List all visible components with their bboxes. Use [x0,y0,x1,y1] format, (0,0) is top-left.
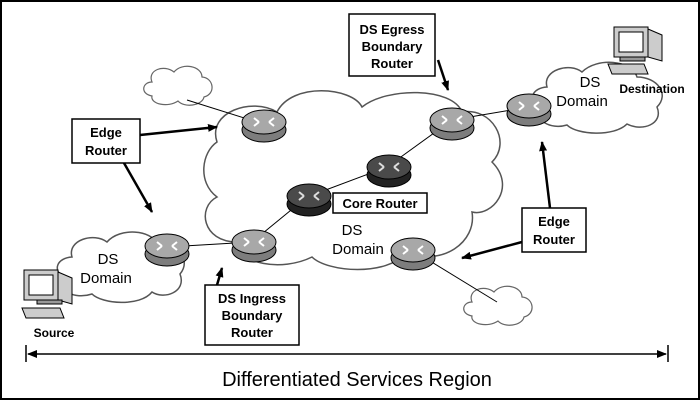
ds-ingress-label-line2: Boundary [222,308,283,323]
ds-egress-label-box [348,13,436,77]
edge-router-left-line1: Edge [90,125,122,140]
router-top-edge[interactable] [241,109,287,143]
router-core-left[interactable] [286,183,332,217]
core-router-label: Core Router [342,196,417,211]
pointer-arrows [122,59,552,286]
destination-computer-icon [607,26,663,75]
domain-center-line2: Domain [332,241,384,258]
domain-right-line2: Domain [556,93,608,110]
small-cloud-bottom-right [463,285,533,326]
domain-left-line1: DS [98,251,119,268]
router-right-domain[interactable] [506,93,552,127]
core-router-label-box [332,192,428,214]
domain-left-line2: Domain [80,270,132,287]
router-ds-egress-boundary[interactable] [429,107,475,141]
source-computer-icon [21,269,73,319]
edge-router-right-line2: Router [533,232,575,247]
ds-egress-label-line3: Router [371,56,413,71]
ds-ingress-label-line1: DS Ingress [218,291,286,306]
router-bottom-edge[interactable] [390,237,436,271]
domain-center-line1: DS [342,222,363,239]
ds-egress-label-line2: Boundary [362,39,423,54]
ds-egress-label-line1: DS Egress [359,22,424,37]
domain-right-line1: DS [580,74,601,91]
router-left-domain-edge[interactable] [144,233,190,267]
ds-ingress-label-box [204,284,300,346]
router-ds-ingress-boundary[interactable] [231,229,277,263]
edge-router-right-line1: Edge [538,214,570,229]
ds-ingress-label-line3: Router [231,325,273,340]
region-span-line [25,345,669,362]
small-cloud-top-left [143,65,213,106]
edge-router-right-label-box [521,207,587,253]
edge-router-left-label-box [71,118,141,164]
source-label: Source [34,326,75,340]
router-core-right[interactable] [366,154,412,188]
region-caption: Differentiated Services Region [222,369,492,391]
destination-label: Destination [619,82,684,96]
edge-router-left-line2: Router [85,143,127,158]
